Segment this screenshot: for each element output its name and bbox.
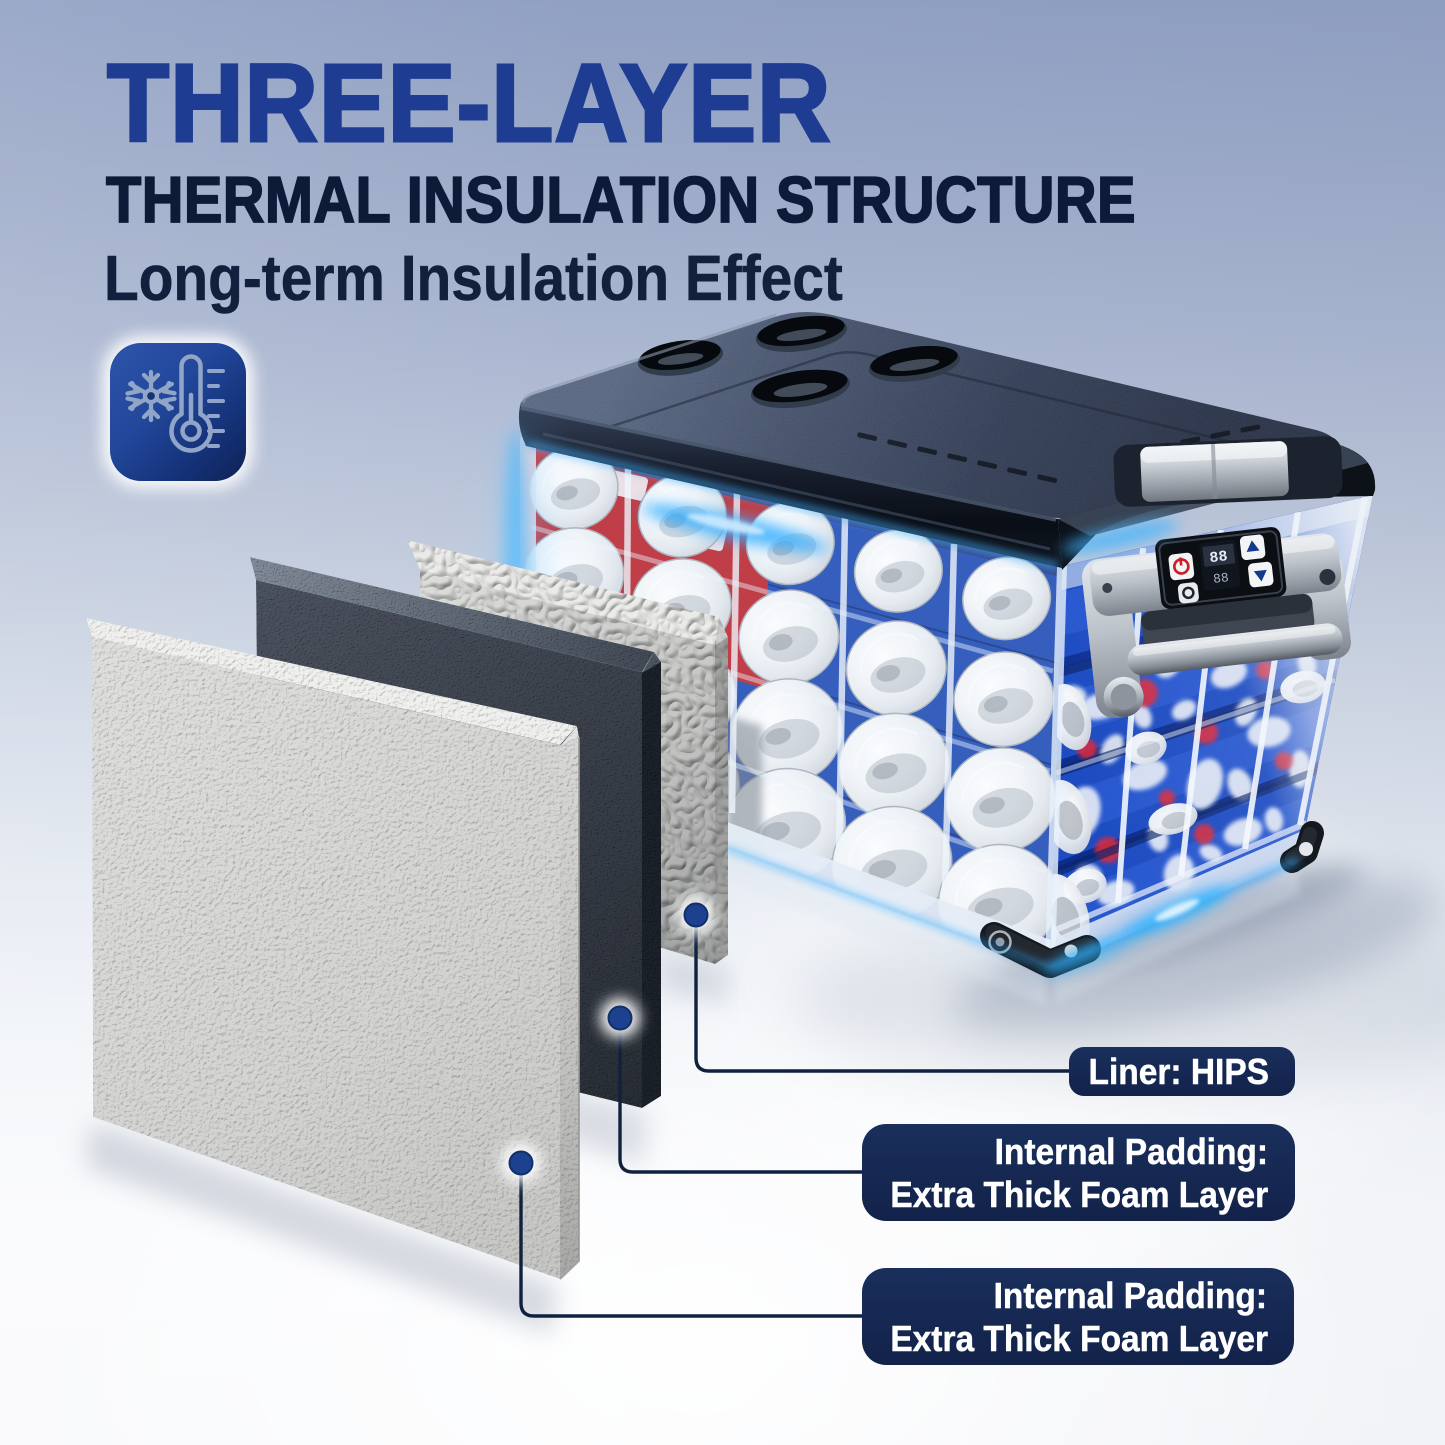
svg-text:88: 88 <box>1209 548 1229 567</box>
svg-text:88: 88 <box>1212 570 1229 587</box>
